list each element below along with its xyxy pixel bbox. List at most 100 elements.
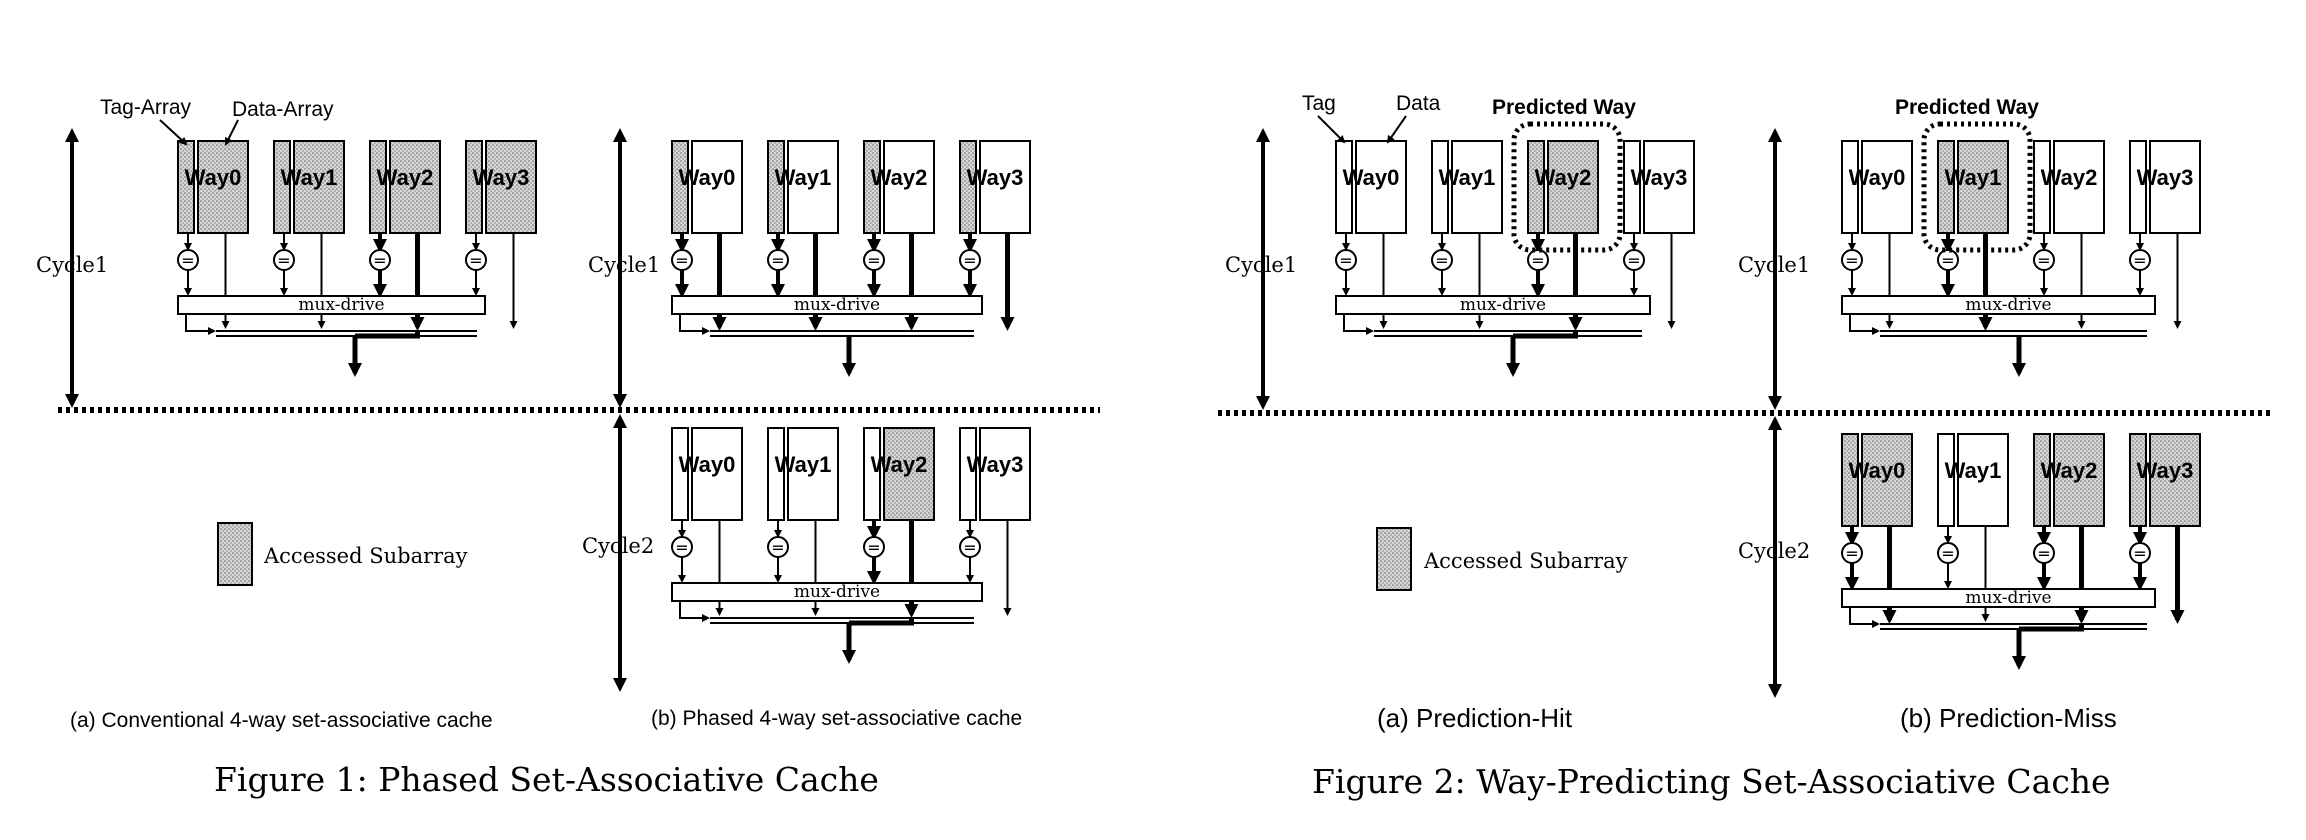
fig2-caption: Figure 2: Way-Predicting Set-Associative… — [1312, 762, 2111, 801]
fig1a-conventional-cache: Way0=Way1=Way2=Way3=mux-drive — [177, 140, 537, 377]
data-array-pointer — [225, 119, 239, 146]
way2-label: Way2 — [2041, 458, 2098, 483]
way3-comparator-eq: = — [963, 538, 976, 557]
way2-label: Way2 — [1535, 165, 1592, 190]
way3-label: Way3 — [473, 165, 530, 190]
way0-comparator-eq: = — [1845, 544, 1858, 563]
output-merge — [2019, 624, 2084, 632]
way1-data-subarray — [787, 140, 839, 234]
way3-label: Way3 — [967, 452, 1024, 477]
output-merge — [849, 618, 914, 626]
fig2-legend-label: Accessed Subarray — [1423, 549, 1628, 573]
fig2b-miss-cycle1: Way0=Way1=Way2=Way3=mux-drive — [1841, 140, 2201, 377]
way0-comparator-eq: = — [1339, 251, 1352, 270]
way0-label: Way0 — [1849, 165, 1906, 190]
fig2b-miss-cycle2: Way0=Way1=Way2=Way3=mux-drive — [1841, 433, 2201, 670]
way3-comparator-eq: = — [963, 251, 976, 270]
way2-data-subarray — [883, 140, 935, 234]
way2-label: Way2 — [871, 165, 928, 190]
fig1b-phased-cycle2: Way0 = Way1 = Way2 = Way3 = mux-drive — [671, 427, 1031, 664]
way3-data-subarray — [2149, 140, 2201, 234]
way3-tag-subarray — [2129, 140, 2147, 234]
way2-comparator-eq: = — [867, 251, 880, 270]
way3-label: Way3 — [2137, 165, 2194, 190]
way1-label: Way1 — [1439, 165, 1496, 190]
way2-label: Way2 — [871, 452, 928, 477]
way0-data-subarray — [1861, 140, 1913, 234]
way1-comparator-eq: = — [1941, 544, 1954, 563]
way2-comparator-eq: = — [2037, 544, 2050, 563]
fig2b-cycle1-span-head-top — [1768, 128, 1782, 142]
output-merge — [355, 331, 420, 339]
way3-data-subarray — [1643, 140, 1695, 234]
fig2b-cycle2-span-head-top — [1768, 416, 1782, 430]
way0-data-subarray — [691, 427, 743, 521]
way2-data-subarray — [2053, 140, 2105, 234]
fig1b-cycle2-span-head-bottom — [613, 678, 627, 692]
mux-drive-box — [1841, 588, 2156, 608]
fig1-legend-label: Accessed Subarray — [263, 544, 468, 568]
fig1b-cycle1-span-head-bottom — [613, 394, 627, 408]
way1-comparator-eq: = — [771, 251, 784, 270]
fig2b-cycle2-span-head-bottom — [1768, 684, 1782, 698]
way0-tag-subarray — [1841, 140, 1859, 234]
way0-label: Way0 — [185, 165, 242, 190]
mux-drive-box — [671, 582, 983, 602]
mux-drive-box — [1335, 295, 1651, 315]
way2-comparator-eq: = — [1531, 251, 1544, 270]
mux-select-line — [185, 314, 216, 335]
fig2-subcaption-a: (a) Prediction-Hit — [1377, 703, 1573, 733]
mux-select-line — [1849, 607, 1880, 628]
way0-comparator-eq: = — [675, 538, 688, 557]
way2-comparator-eq: = — [867, 538, 880, 557]
way3-tag-subarray — [1623, 140, 1641, 234]
way3-data-subarray — [979, 140, 1031, 234]
way1-tag-subarray — [767, 427, 785, 521]
way3-tag-subarray — [465, 140, 483, 234]
way1-data-subarray — [293, 140, 345, 234]
way0-label: Way0 — [679, 452, 736, 477]
fig1-legend-swatch — [217, 522, 253, 586]
mux-drive-label: mux-drive — [1460, 295, 1546, 315]
mux-select-line — [1343, 314, 1374, 335]
fig1a-cycle1-span-head-top — [65, 128, 79, 142]
mux-select-line — [679, 601, 710, 622]
mux-drive-label: mux-drive — [298, 295, 384, 315]
mux-drive-label: mux-drive — [794, 582, 880, 602]
way1-label: Way1 — [1945, 165, 2002, 190]
way2-label: Way2 — [2041, 165, 2098, 190]
way1-tag-subarray — [1431, 140, 1449, 234]
way3-data-subarray — [979, 427, 1031, 521]
tag-label: Tag — [1302, 92, 1336, 115]
way1-data-subarray — [1957, 433, 2009, 527]
fig1-subcaption-b: (b) Phased 4-way set-associative cache — [651, 707, 1022, 730]
mux-drive-label: mux-drive — [794, 295, 880, 315]
mux-drive-box — [671, 295, 983, 315]
predicted-way-outline-miss — [1921, 121, 2033, 253]
data-pointer — [1386, 115, 1407, 144]
fig2b-cycle1-span-head-bottom — [1768, 396, 1782, 410]
fig1-subcaption-a: (a) Conventional 4-way set-associative c… — [70, 709, 493, 732]
way1-comparator-eq: = — [771, 538, 784, 557]
mux-drive-label: mux-drive — [1965, 295, 2051, 315]
way3-label: Way3 — [2137, 458, 2194, 483]
way0-label: Way0 — [1849, 458, 1906, 483]
way3-data-subarray — [485, 140, 537, 234]
mux-drive-label: mux-drive — [1965, 588, 2051, 608]
way1-comparator-eq: = — [1941, 251, 1954, 270]
way1-comparator-eq: = — [277, 251, 290, 270]
way2-label: Way2 — [377, 165, 434, 190]
way3-label: Way3 — [967, 165, 1024, 190]
data-label: Data — [1396, 92, 1441, 115]
way1-label: Way1 — [775, 452, 832, 477]
way2-comparator-eq: = — [373, 251, 386, 270]
way2-comparator-eq: = — [2037, 251, 2050, 270]
way0-data-subarray — [1355, 140, 1407, 234]
way1-label: Way1 — [281, 165, 338, 190]
data-array-label: Data-Array — [232, 98, 334, 121]
way3-comparator-eq: = — [2133, 544, 2146, 563]
way1-data-subarray — [787, 427, 839, 521]
fig2a-prediction-hit: Way0=Way1=Way2=Way3=mux-drive — [1335, 140, 1695, 377]
way2-data-subarray — [2053, 433, 2105, 527]
